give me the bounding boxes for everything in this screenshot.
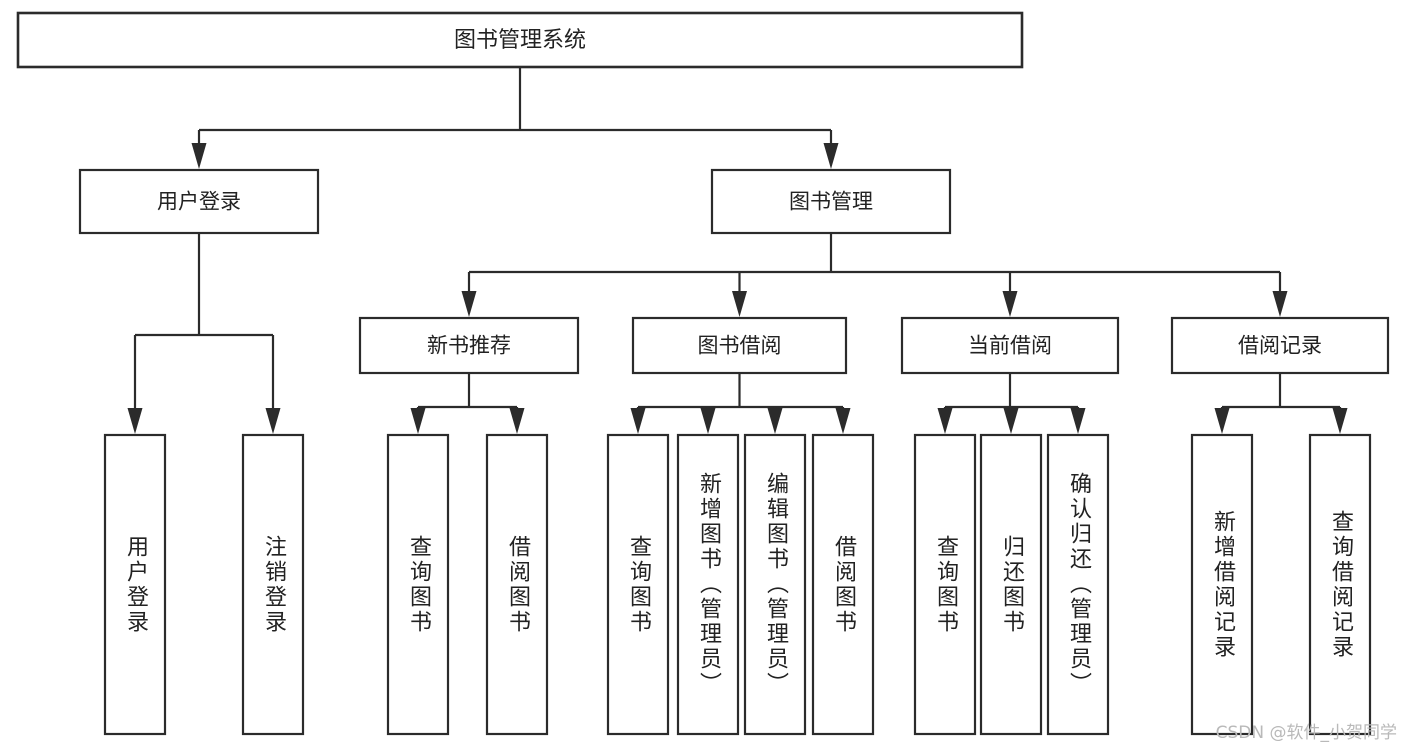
node-box-user-login[interactable] bbox=[78, 168, 320, 235]
node-box-leaf-borrow-book-1[interactable] bbox=[485, 433, 549, 736]
node-box-leaf-query-book-1[interactable] bbox=[386, 433, 450, 736]
node-box-current-borrow[interactable] bbox=[900, 316, 1120, 375]
arrow-head-icon bbox=[1002, 291, 1018, 317]
node-box-root[interactable] bbox=[16, 11, 1024, 69]
edge-edge-user-login-bus bbox=[127, 233, 281, 434]
node-box-leaf-user-login[interactable] bbox=[103, 433, 167, 736]
arrow-head-icon bbox=[1070, 408, 1086, 434]
arrow-head-icon bbox=[127, 408, 143, 434]
node-box-leaf-query-record[interactable] bbox=[1308, 433, 1372, 736]
node-box-borrow-record[interactable] bbox=[1170, 316, 1390, 375]
edge-edge-book-borrow-bus bbox=[630, 373, 851, 434]
node-box-new-book-rec[interactable] bbox=[358, 316, 580, 375]
arrow-head-icon bbox=[1003, 408, 1019, 434]
node-label-borrow-record: 借阅记录 bbox=[1238, 334, 1322, 358]
node-label-book-manage: 图书管理 bbox=[789, 190, 873, 214]
node-box-leaf-return-book[interactable] bbox=[979, 433, 1043, 736]
node-label-root: 图书管理系统 bbox=[454, 28, 586, 53]
node-label-current-borrow: 当前借阅 bbox=[968, 334, 1052, 358]
arrow-head-icon bbox=[410, 408, 426, 434]
node-box-leaf-query-book-3[interactable] bbox=[913, 433, 977, 736]
arrow-head-icon bbox=[191, 143, 207, 169]
edge-edge-book-manage-bus bbox=[461, 233, 1288, 317]
node-box-leaf-borrow-book-2[interactable] bbox=[811, 433, 875, 736]
node-box-leaf-add-record[interactable] bbox=[1190, 433, 1254, 736]
edges-layer bbox=[127, 67, 1348, 434]
arrow-head-icon bbox=[823, 143, 839, 169]
node-label-book-borrow: 图书借阅 bbox=[698, 334, 782, 358]
node-box-book-borrow[interactable] bbox=[631, 316, 848, 375]
node-box-book-manage[interactable] bbox=[710, 168, 952, 235]
node-box-leaf-query-book-2[interactable] bbox=[606, 433, 670, 736]
node-box-leaf-add-book[interactable] bbox=[676, 433, 740, 736]
edge-edge-current-borrow-bus bbox=[937, 373, 1086, 434]
node-box-leaf-confirm-return[interactable] bbox=[1046, 433, 1110, 736]
edge-edge-borrow-record-bus bbox=[1214, 373, 1348, 434]
node-box-leaf-logout[interactable] bbox=[241, 433, 305, 736]
arrow-head-icon bbox=[461, 291, 477, 317]
node-label-new-book-rec: 新书推荐 bbox=[427, 334, 511, 358]
nodes-layer bbox=[16, 11, 1390, 736]
arrow-head-icon bbox=[265, 408, 281, 434]
node-label-user-login: 用户登录 bbox=[157, 190, 241, 214]
arrow-head-icon bbox=[937, 408, 953, 434]
arrow-head-icon bbox=[509, 408, 525, 434]
arrow-head-icon bbox=[732, 291, 747, 317]
arrow-head-icon bbox=[700, 408, 716, 434]
arrow-head-icon bbox=[835, 408, 851, 434]
edge-edge-root-bus bbox=[191, 67, 839, 169]
arrow-head-icon bbox=[1332, 408, 1348, 434]
arrow-head-icon bbox=[630, 408, 646, 434]
node-box-leaf-edit-book[interactable] bbox=[743, 433, 807, 736]
csdn-watermark: CSDN @软件_小贺同学 bbox=[1215, 723, 1397, 743]
edge-edge-new-book-rec-bus bbox=[410, 373, 525, 434]
arrow-head-icon bbox=[1214, 408, 1230, 434]
arrow-head-icon bbox=[767, 408, 783, 434]
arrow-head-icon bbox=[1272, 291, 1288, 317]
